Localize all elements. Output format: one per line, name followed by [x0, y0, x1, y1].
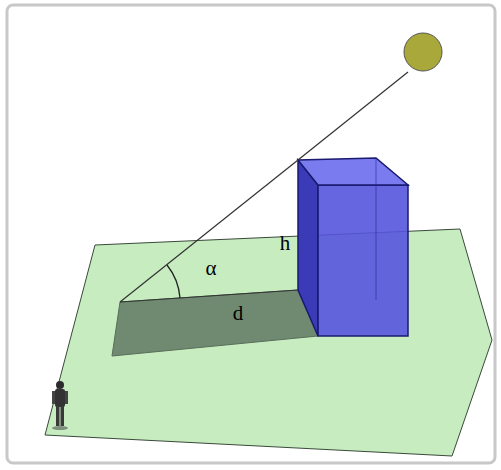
- building-hidden-edge: [376, 158, 377, 300]
- building-front-face: [318, 185, 408, 336]
- picture-frame: [7, 5, 495, 463]
- angle-arc: [167, 265, 180, 298]
- shadow-length-line: [120, 290, 298, 302]
- dimension-label: h: [280, 233, 291, 254]
- ground-plane: [45, 229, 492, 456]
- sun-ray-line: [298, 72, 408, 160]
- sun-ray-line: [120, 160, 298, 302]
- dimension-label: α: [205, 258, 216, 279]
- dimension-label: d: [233, 303, 244, 324]
- sun: [404, 33, 442, 71]
- person-figure: [52, 381, 68, 430]
- building-shadow: [112, 290, 318, 356]
- building-side-face: [298, 160, 318, 336]
- building-top-face: [298, 158, 408, 185]
